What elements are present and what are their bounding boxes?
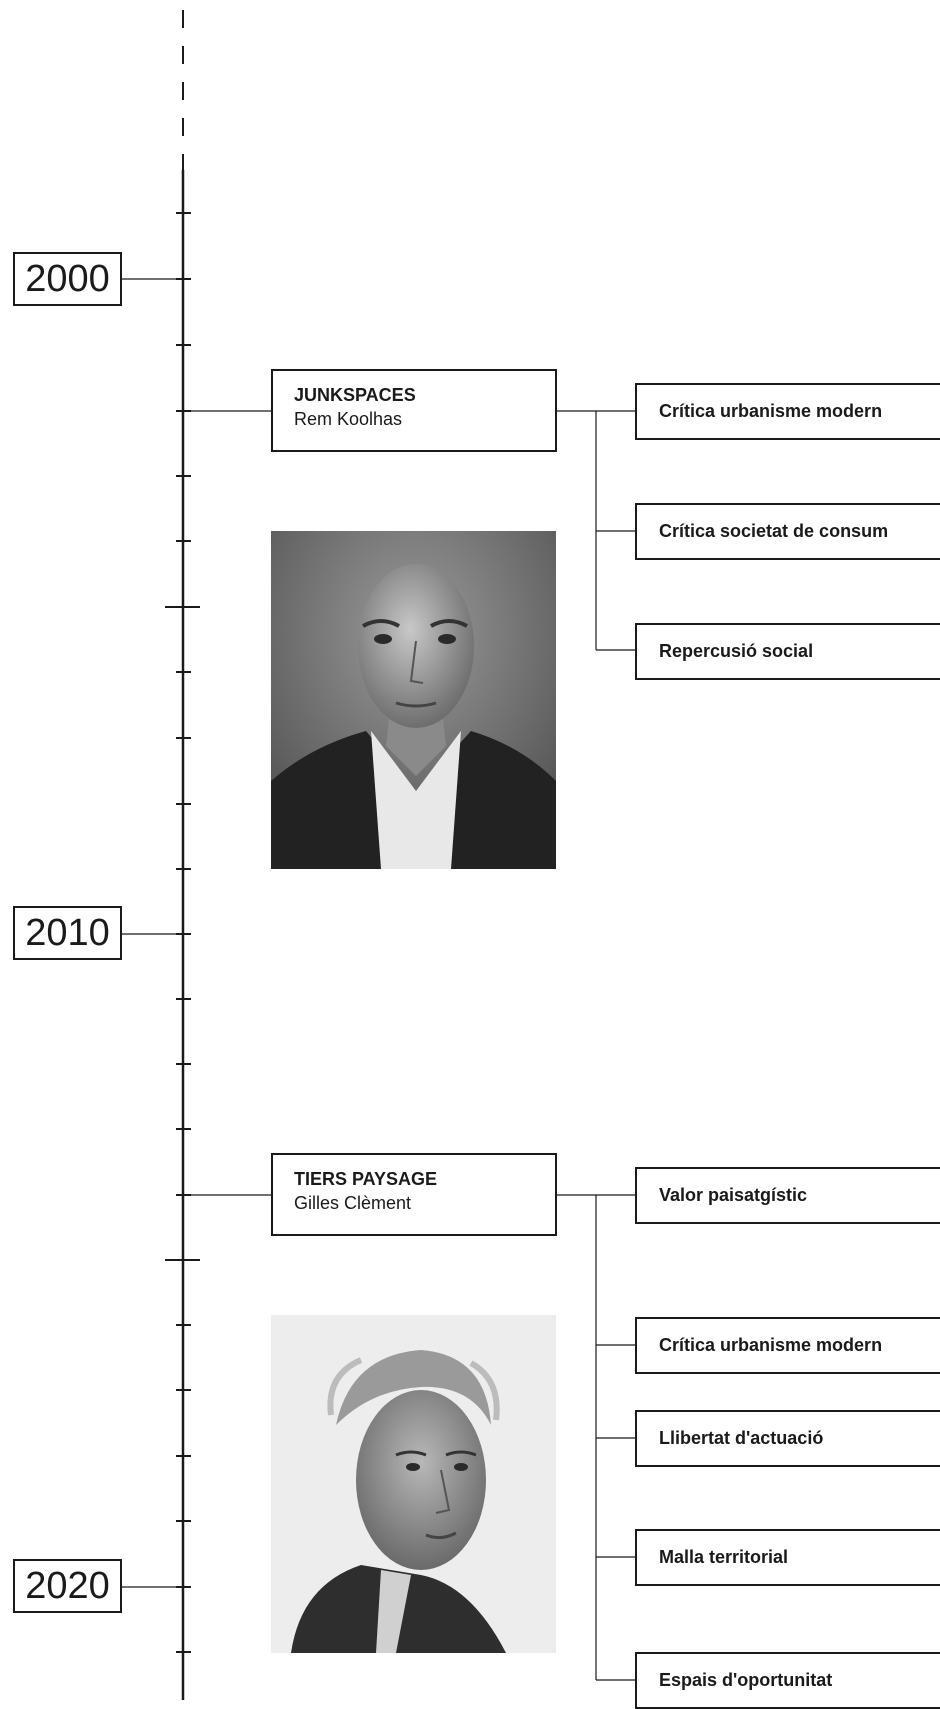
concept-box: Llibertat d'actuació [635,1410,940,1467]
book-card-tiers-paysage: TIERS PAYSAGE Gilles Clèment [271,1153,557,1236]
book-card-junkspaces: JUNKSPACES Rem Koolhas [271,369,557,452]
author-portrait-clement [271,1315,556,1653]
concept-box: Malla territorial [635,1529,940,1586]
year-label-2000: 2000 [13,252,122,306]
year-label-2020: 2020 [13,1559,122,1613]
book-author: Rem Koolhas [294,409,403,429]
book-author: Gilles Clèment [294,1193,412,1213]
author-portrait-koolhaas [271,531,556,869]
book-title: JUNKSPACES [294,385,416,405]
concept-box: Crítica urbanisme modern [635,1317,940,1374]
concept-box: Crítica urbanisme modern [635,383,940,440]
year-label-2010: 2010 [13,906,122,960]
concept-box: Espais d'oportunitat [635,1652,940,1709]
concept-box: Crítica societat de consum [635,503,940,560]
concept-box: Valor paisatgístic [635,1167,940,1224]
book-title: TIERS PAYSAGE [294,1169,438,1189]
concept-box: Repercusió social [635,623,940,680]
